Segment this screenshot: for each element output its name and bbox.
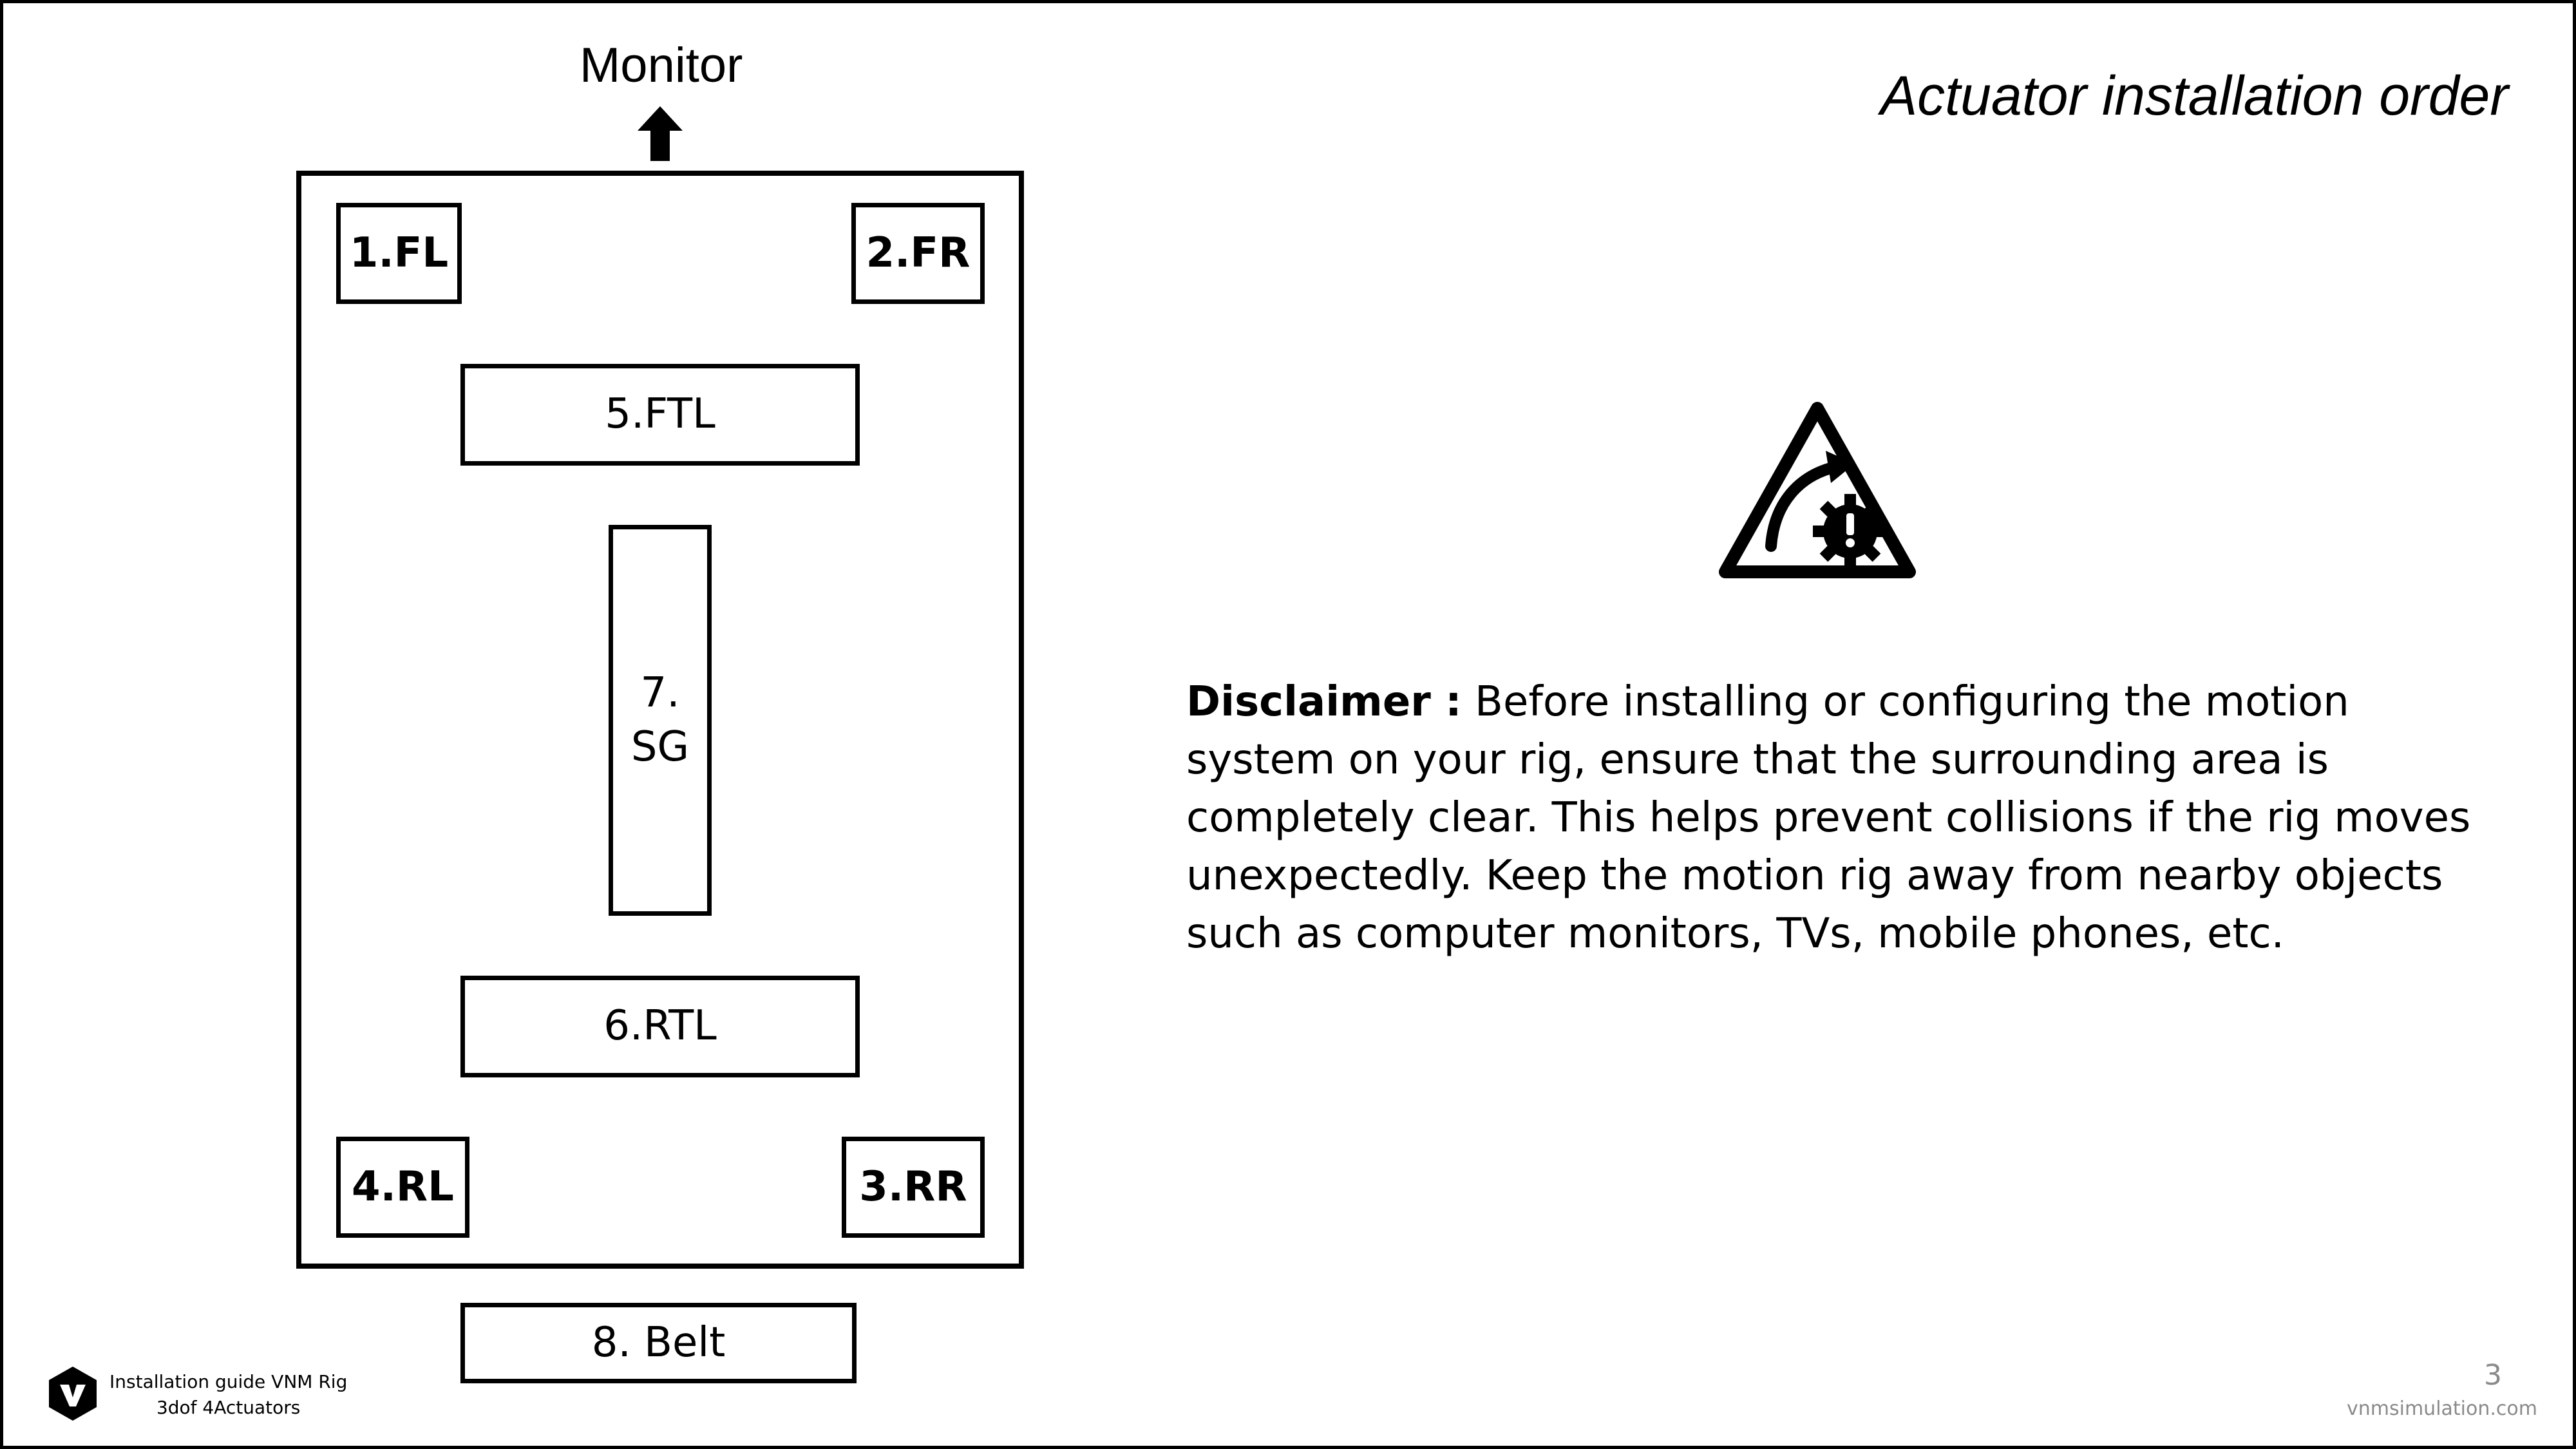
slide-title: Actuator installation order (1880, 65, 2508, 127)
arrow-up-icon (638, 106, 683, 161)
actuator-seat-gear: 7. SG (609, 525, 712, 916)
actuator-front-left: 1.FL (336, 203, 462, 304)
actuator-front-traction-loss: 5.FTL (460, 364, 860, 466)
footer-line-2: 3dof 4Actuators (156, 1397, 301, 1418)
monitor-label: Monitor (580, 38, 743, 93)
actuator-rear-left: 4.RL (336, 1137, 469, 1238)
rig-outline (296, 171, 1024, 1269)
footer-line-1: Installation guide VNM Rig (109, 1371, 348, 1392)
footer-guide-title: Installation guide VNM Rig 3dof 4Actuato… (109, 1369, 347, 1421)
actuator-front-right: 2.FR (851, 203, 985, 304)
vnm-logo-icon (49, 1367, 97, 1421)
belt-actuator: 8. Belt (460, 1303, 857, 1383)
disclaimer-label: Disclaimer : (1186, 678, 1462, 726)
actuator-rear-right: 3.RR (842, 1137, 985, 1238)
actuator-rear-traction-loss: 6.RTL (460, 976, 860, 1077)
disclaimer-paragraph: Disclaimer : Before installing or config… (1186, 673, 2506, 963)
website-footer: vnmsimulation.com (2347, 1397, 2537, 1420)
disclaimer-text: Before installing or configuring the mot… (1186, 678, 2471, 958)
page-number: 3 (2484, 1359, 2502, 1392)
moving-parts-warning-icon (1719, 402, 1916, 578)
